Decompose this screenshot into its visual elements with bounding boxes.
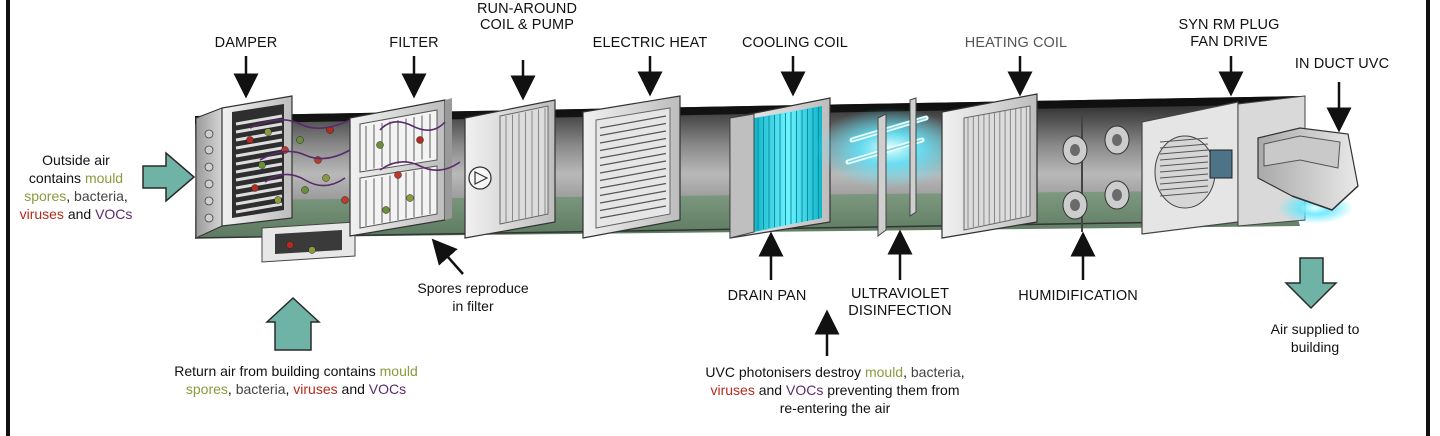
runaround-label-line2: COIL & PUMP — [479, 17, 575, 33]
return-air-arrow — [265, 296, 321, 351]
diagram-frame — [6, 0, 1430, 436]
spores-term: spores — [24, 188, 67, 204]
damper-label: DAMPER — [214, 35, 278, 51]
cooling-coil-section — [729, 97, 831, 239]
air-handling-unit-diagram — [142, 56, 1359, 356]
in-duct-uvc-elbow — [1257, 127, 1359, 224]
vocs-term: VOCs — [95, 206, 133, 222]
electric-heat-label: ELECTRIC HEAT — [592, 35, 708, 51]
viruses-term: viruses — [19, 206, 64, 222]
heating-coil-label: HEATING COIL — [964, 35, 1068, 51]
uv-label-line2: DISINFECTION — [848, 303, 952, 319]
mould-term: mould — [84, 170, 124, 186]
runaround-label-line1: RUN-AROUND — [476, 1, 578, 17]
fan-label-line2: FAN DRIVE — [1190, 34, 1268, 50]
supply-air-note: Air supplied to building — [1270, 321, 1360, 355]
electric-heat-section — [582, 95, 681, 239]
outside-air-line1: Outside air — [42, 152, 110, 168]
bacteria-term: bacteria — [74, 188, 124, 204]
filter-label: FILTER — [389, 35, 439, 51]
spores-note: Spores reproduce in filter — [417, 280, 529, 314]
plug-fan-section — [1141, 95, 1306, 235]
spores-pointer — [431, 238, 464, 275]
outside-air-note: Outside air contains mould spores, bacte… — [19, 152, 133, 222]
uv-lamp-section — [815, 97, 965, 237]
return-air-note: Return air from building contains mould … — [174, 363, 418, 397]
uvc-photoniser-note: UVC photonisers destroy mould, bacteria,… — [705, 364, 965, 416]
heating-coil-section — [941, 93, 1038, 239]
fan-label-line1: SYN RM PLUG — [1178, 17, 1280, 33]
in-duct-uvc-label: IN DUCT UVC — [1294, 56, 1390, 72]
supply-air-arrow — [1284, 257, 1338, 310]
humidifier-section — [1062, 112, 1130, 232]
drain-pan-label: DRAIN PAN — [727, 288, 807, 304]
humidification-label: HUMIDIFICATION — [1018, 288, 1138, 304]
outside-air-arrow — [142, 151, 196, 203]
runaround-coil-section — [464, 99, 556, 239]
filter-section — [349, 98, 452, 237]
contaminant-particles — [246, 119, 461, 254]
uv-label-line1: ULTRAVIOLET — [850, 286, 950, 302]
cooling-coil-label: COOLING COIL — [742, 35, 848, 51]
